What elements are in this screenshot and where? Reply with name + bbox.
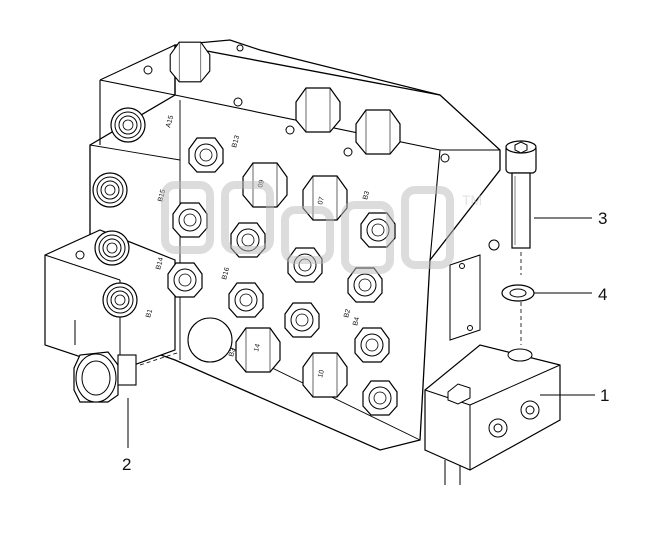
port-label-a15: A15 — [165, 115, 175, 129]
top-bolts — [143, 44, 450, 163]
part-bolt — [505, 140, 537, 275]
port-label-b-lower: B3 — [228, 347, 237, 357]
callout-2: 2 — [122, 455, 131, 474]
right-mounting-bracket — [424, 344, 561, 485]
watermark: TM — [161, 181, 482, 274]
port-label-14: 14 — [253, 343, 262, 352]
leader-lines — [127, 217, 595, 448]
port-label-b3: B3 — [362, 190, 371, 200]
part-fitting — [73, 351, 181, 403]
port-label-07: 07 — [317, 196, 326, 205]
part-washer — [501, 284, 535, 345]
side-label-plate — [449, 239, 500, 341]
port-label-b13: B13 — [231, 135, 241, 149]
callout-numbers: 3 4 1 2 — [122, 209, 609, 474]
port-label-10: 10 — [317, 369, 326, 378]
port-label-b1: B1 — [145, 308, 154, 318]
port-labels: A15 B13 B15 B14 B1 B16 B3 B2 B4 B3 09 07… — [145, 115, 371, 379]
port-label-b4: B4 — [352, 316, 361, 326]
port-label-b16: B16 — [221, 267, 231, 281]
callout-3: 3 — [598, 209, 607, 228]
port-label-b14: B14 — [155, 257, 165, 271]
callout-4: 4 — [598, 285, 607, 304]
callout-1: 1 — [600, 386, 609, 405]
watermark-trademark: TM — [462, 192, 482, 208]
port-label-b2: B2 — [343, 308, 352, 318]
